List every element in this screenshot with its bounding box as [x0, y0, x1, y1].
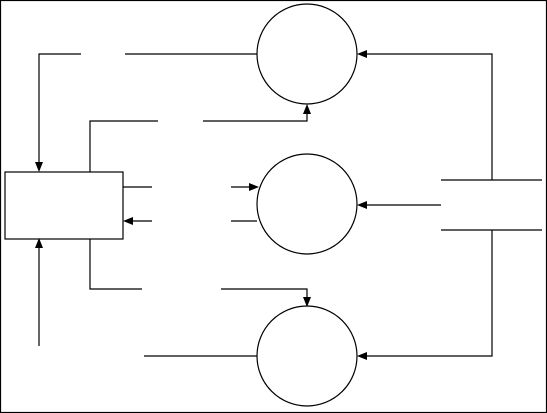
flow-entity-to-top-segment-a [89, 120, 158, 172]
arrowhead-into-entity-bottom [35, 238, 43, 248]
arrowhead-into-process-bottom-right [357, 352, 367, 360]
flow-entity-to-bottom [89, 239, 311, 307]
arrowhead-into-process-top-right [357, 50, 367, 58]
flow-middle-to-entity [123, 217, 257, 225]
flow-store-to-bottom-line [364, 230, 493, 357]
flow-top-to-entity [35, 53, 257, 172]
process-middle-circle [256, 153, 358, 255]
process-top-circle [256, 3, 358, 105]
flow-entity-to-middle [123, 183, 259, 191]
process-bottom-circle [256, 305, 358, 407]
arrowhead-into-process-middle [249, 183, 259, 191]
flow-entity-to-bottom-segment-b [221, 288, 308, 300]
arrowhead-into-process-bottom [303, 297, 311, 307]
flow-store-to-bottom [357, 230, 493, 360]
flow-store-to-middle [357, 201, 441, 209]
arrowhead-into-process-middle-right [357, 201, 367, 209]
arrowhead-into-entity-middle [123, 217, 133, 225]
flow-bottom-to-entity [35, 238, 43, 346]
arrowhead-into-entity-top [35, 162, 43, 172]
arrowhead-into-process-top [303, 104, 311, 114]
flow-store-to-top [357, 50, 493, 180]
external-entity-box [4, 171, 124, 240]
flow-top-to-entity-segment-b [38, 53, 81, 166]
flow-entity-to-top [89, 104, 311, 172]
flow-store-to-top-line [364, 53, 493, 180]
flow-entity-to-bottom-segment-a [89, 239, 142, 290]
